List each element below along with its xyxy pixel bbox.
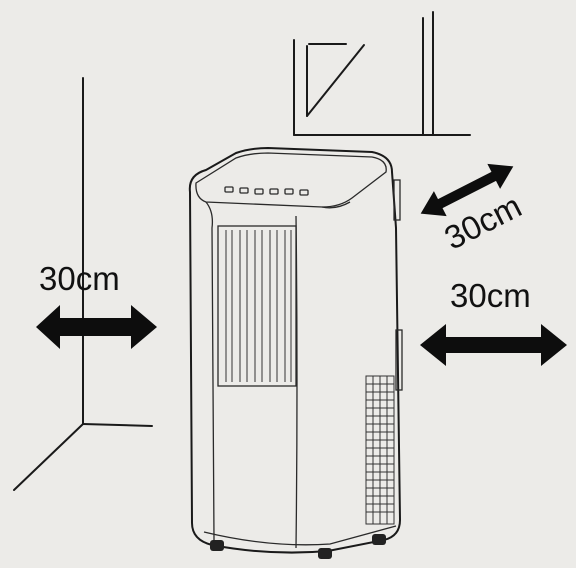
left-clearance-label: 30cm — [39, 260, 120, 297]
room-corner — [13, 77, 153, 491]
side-grille — [365, 375, 395, 525]
right-clearance-arrow — [420, 324, 567, 366]
back-clearance-arrow — [420, 163, 514, 217]
air-conditioner — [188, 147, 403, 559]
left-clearance-arrow — [36, 305, 157, 349]
window — [293, 11, 471, 136]
louver-slats — [225, 230, 292, 382]
castor-wheels — [210, 534, 386, 559]
right-clearance-label: 30cm — [450, 277, 531, 314]
